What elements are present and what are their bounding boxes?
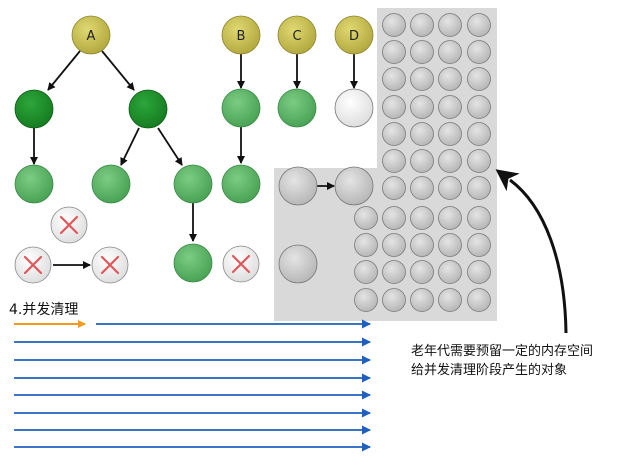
memory-cell	[382, 149, 406, 173]
caption: 老年代需要预留一定的内存空间 给并发清理阶段产生的对象	[411, 342, 593, 380]
memory-cell	[438, 206, 462, 230]
live-objects	[14, 88, 374, 284]
memory-cell	[354, 233, 378, 257]
memory-cell	[410, 122, 434, 146]
memory-cell	[467, 67, 491, 91]
memory-cell	[438, 13, 462, 37]
cross-icon	[23, 255, 43, 275]
object-light-c1	[277, 88, 317, 128]
dead-object-4	[222, 245, 260, 283]
memory-cell	[438, 233, 462, 257]
object-light-b2	[221, 164, 261, 204]
memory-cell	[467, 40, 491, 64]
memory-cell	[467, 95, 491, 119]
memory-cell	[410, 260, 434, 284]
object-light-1	[14, 164, 54, 204]
step-label: 4.并发清理	[9, 302, 79, 318]
object-light-4	[173, 243, 213, 283]
memory-grid	[354, 13, 491, 312]
memory-cell	[438, 149, 462, 173]
memory-cell	[438, 260, 462, 284]
object-gray-2	[334, 166, 374, 206]
memory-cell	[354, 260, 378, 284]
memory-cell	[467, 233, 491, 257]
memory-cell	[410, 149, 434, 173]
memory-cell	[410, 13, 434, 37]
root-label-c: C	[292, 29, 301, 44]
pointer-arrow	[495, 169, 568, 334]
memory-cell	[467, 288, 491, 312]
memory-cell	[410, 95, 434, 119]
root-node-b: B	[221, 15, 261, 55]
arrow-a-to-right	[101, 50, 135, 91]
caption-line-1: 老年代需要预留一定的内存空间	[411, 344, 594, 359]
memory-cell	[382, 122, 406, 146]
application-thread-arrows	[14, 319, 371, 452]
memory-cell	[410, 206, 434, 230]
root-nodes: A B C D	[71, 15, 374, 55]
memory-cell	[438, 288, 462, 312]
object-dark-left	[14, 89, 54, 129]
dead-object-2	[14, 246, 52, 284]
caption-line-2: 给并发清理阶段产生的对象	[411, 363, 568, 378]
memory-cell	[467, 206, 491, 230]
arrow-right-to-right-child	[157, 127, 183, 166]
root-label-d: D	[349, 29, 359, 44]
reference-arrows	[30, 50, 358, 269]
root-node-d: D	[334, 15, 374, 55]
memory-cell	[438, 67, 462, 91]
cross-icon	[231, 254, 251, 274]
dead-objects	[14, 206, 260, 284]
root-node-c: C	[277, 15, 317, 55]
memory-cell	[382, 233, 406, 257]
cross-icon	[100, 255, 120, 275]
object-gray-1	[278, 166, 318, 206]
memory-cell	[467, 149, 491, 173]
object-light-2	[91, 164, 131, 204]
object-white-d1	[334, 88, 374, 128]
object-light-3	[173, 164, 213, 204]
memory-cell	[410, 40, 434, 64]
memory-cell	[382, 13, 406, 37]
object-gray-3	[278, 244, 318, 284]
root-label-a: A	[87, 29, 96, 44]
memory-cell	[438, 40, 462, 64]
memory-cell	[382, 176, 406, 200]
memory-cell	[410, 233, 434, 257]
memory-cell	[438, 122, 462, 146]
memory-cell	[467, 260, 491, 284]
memory-cell	[382, 40, 406, 64]
dead-object-3	[91, 246, 129, 284]
memory-cell	[354, 206, 378, 230]
memory-cell	[382, 288, 406, 312]
cross-icon	[59, 215, 79, 235]
memory-cell	[382, 260, 406, 284]
memory-cell	[467, 122, 491, 146]
memory-cell	[382, 67, 406, 91]
memory-cell	[410, 288, 434, 312]
memory-cell	[467, 176, 491, 200]
memory-cell	[467, 13, 491, 37]
arrow-right-to-left-child	[120, 127, 140, 166]
memory-cell	[354, 288, 378, 312]
memory-cell	[382, 95, 406, 119]
memory-cell	[438, 176, 462, 200]
memory-cell	[410, 67, 434, 91]
dead-object-1	[50, 206, 88, 244]
root-node-a: A	[71, 15, 111, 55]
memory-cell	[438, 95, 462, 119]
memory-cell	[410, 176, 434, 200]
object-dark-right	[128, 89, 168, 129]
memory-cell	[382, 206, 406, 230]
object-light-b1	[221, 88, 261, 128]
root-label-b: B	[237, 29, 246, 44]
arrow-a-to-left	[47, 50, 81, 91]
